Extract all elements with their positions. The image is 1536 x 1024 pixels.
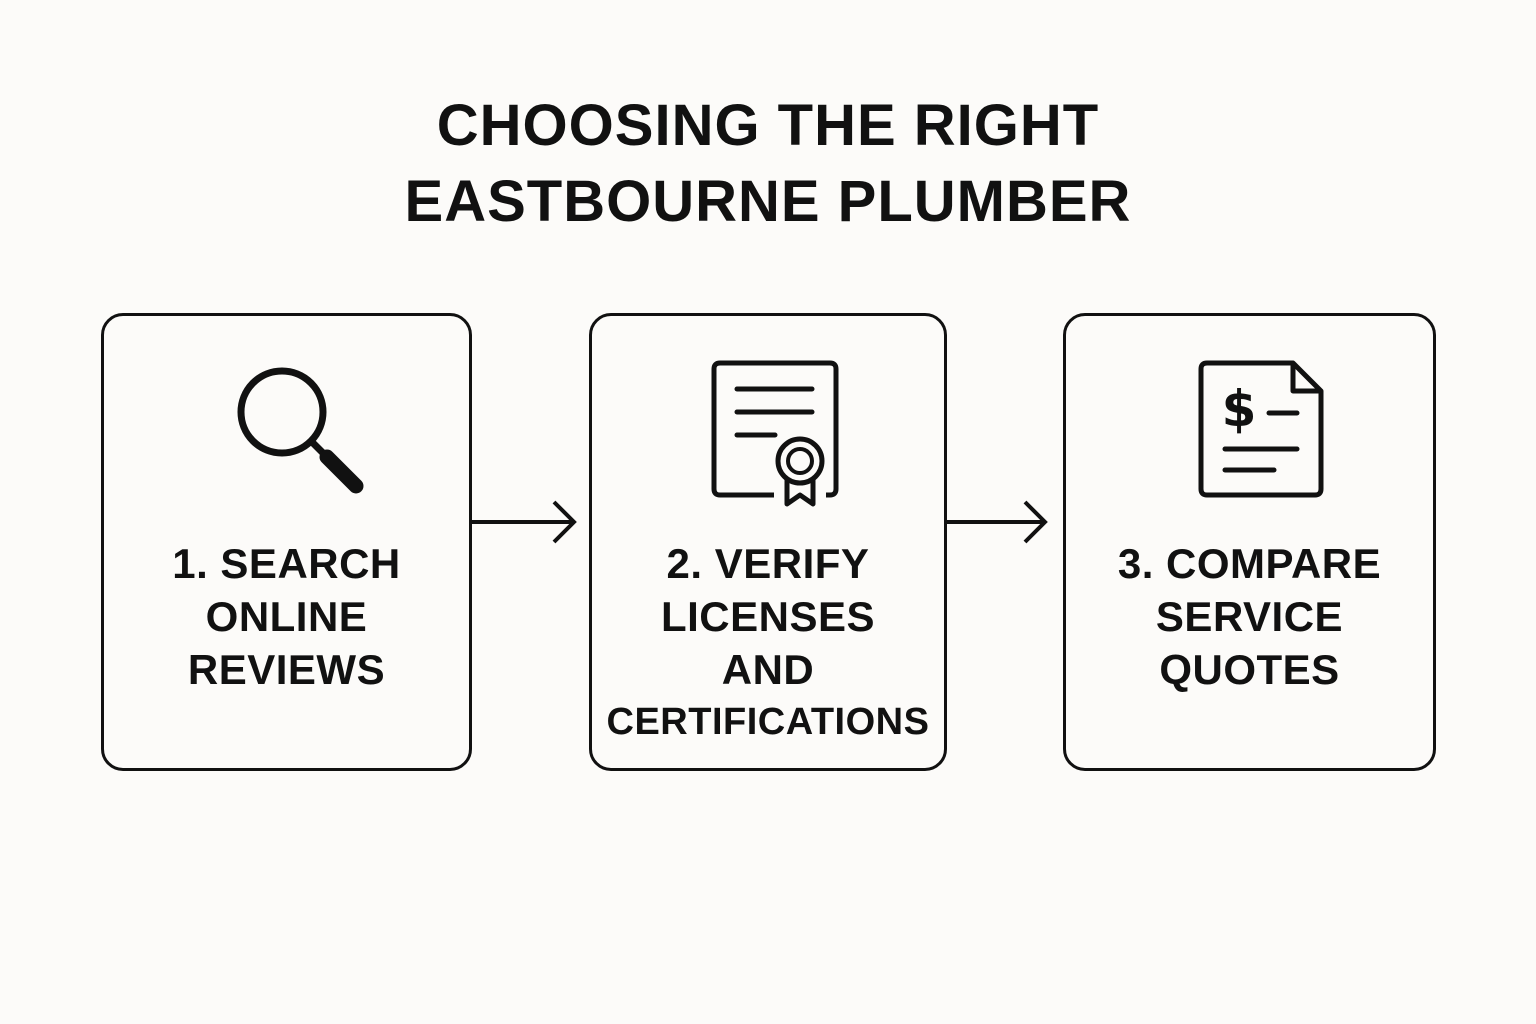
certificate-icon <box>711 360 839 507</box>
step-2-line-4: CERTIFICATIONS <box>606 701 930 743</box>
title-line-1: CHOOSING THE RIGHT <box>436 93 1100 158</box>
step-card-verify-licenses: 2. VERIFY LICENSES AND CERTIFICATIONS <box>589 313 947 771</box>
title-line-2: EASTBOURNE PLUMBER <box>404 169 1132 234</box>
step-3-line-3: QUOTES <box>1159 646 1340 693</box>
step-2-line-2: LICENSES <box>660 593 876 640</box>
quote-document-icon: $ <box>1198 360 1324 498</box>
step-3-line-2: SERVICE <box>1155 593 1344 640</box>
step-3-line-1: 3. COMPARE <box>1117 540 1382 587</box>
arrow-right-icon <box>472 500 577 544</box>
arrow-right-icon <box>947 500 1048 544</box>
step-card-search-reviews: 1. SEARCH ONLINE REVIEWS <box>101 313 472 771</box>
dollar-sign-icon: $ <box>1222 380 1257 438</box>
step-2-line-1: 2. VERIFY <box>666 540 870 587</box>
step-1-label: 1. SEARCH ONLINE REVIEWS <box>104 537 469 696</box>
step-card-compare-quotes: $ 3. COMPARE SERVICE QUOTES <box>1063 313 1436 771</box>
step-1-line-3: REVIEWS <box>187 646 386 693</box>
step-2-label: 2. VERIFY LICENSES AND CERTIFICATIONS <box>592 537 944 749</box>
step-1-line-1: 1. SEARCH <box>172 540 401 587</box>
step-3-label: 3. COMPARE SERVICE QUOTES <box>1066 537 1433 696</box>
diagram-title: CHOOSING THE RIGHT EASTBOURNE PLUMBER <box>0 88 1536 240</box>
step-2-line-3: AND <box>721 646 815 693</box>
step-1-line-2: ONLINE <box>205 593 368 640</box>
magnifying-glass-icon <box>237 367 364 494</box>
